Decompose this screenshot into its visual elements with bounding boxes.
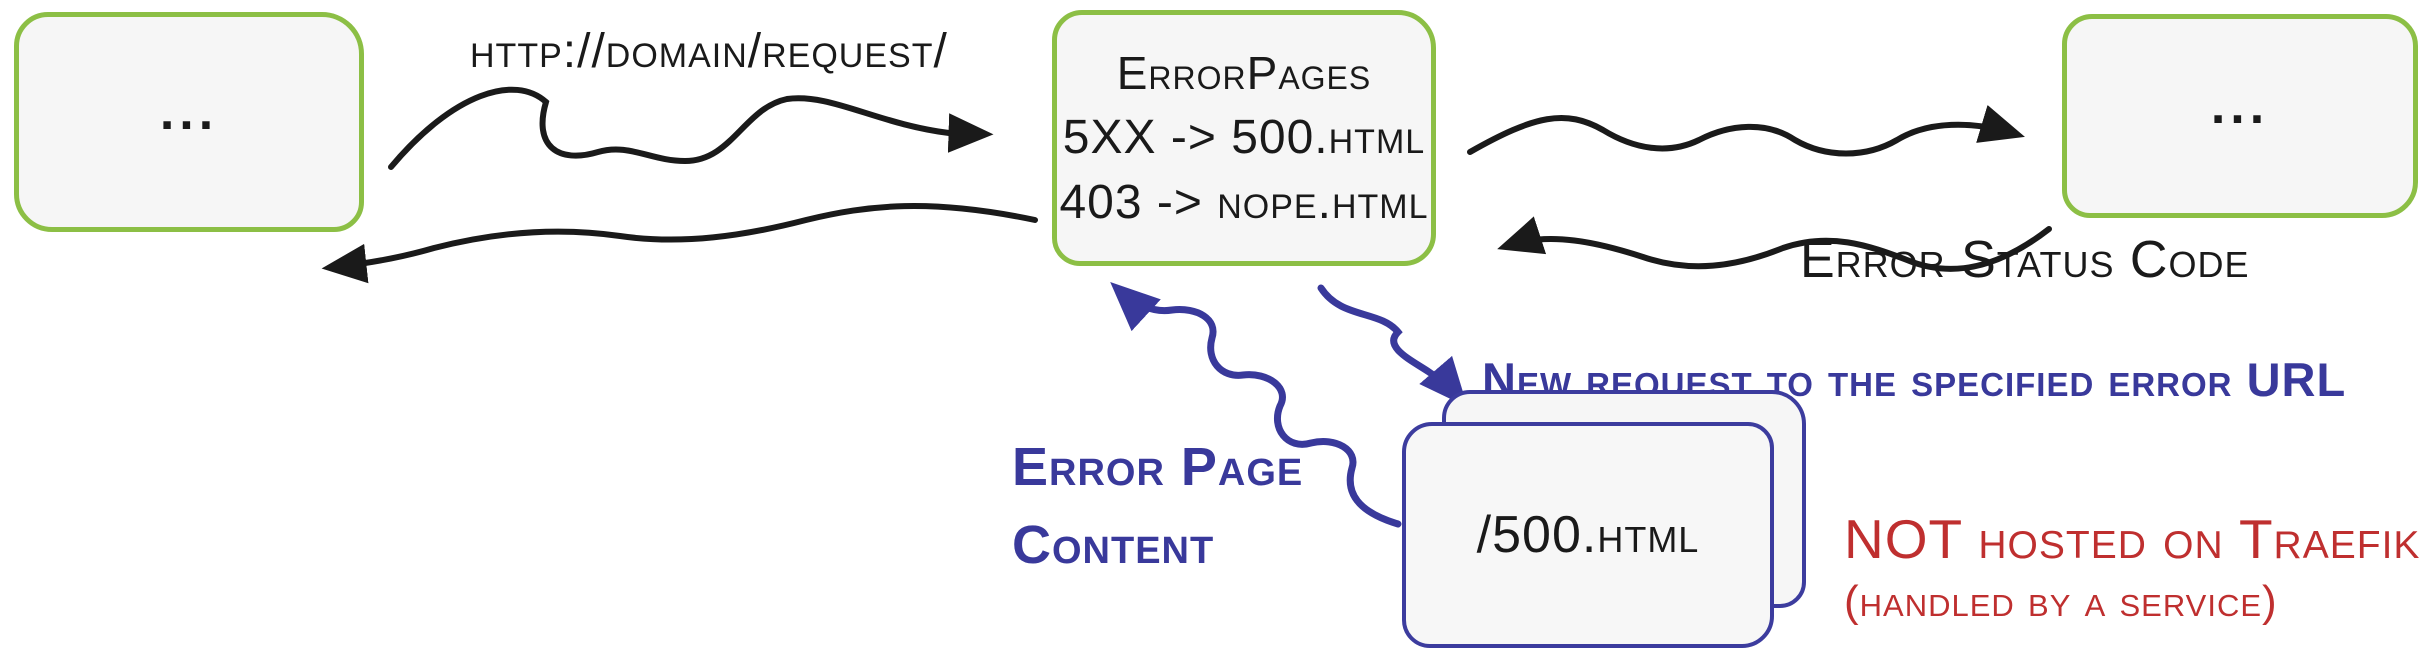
error-page-content-line1: Error Page <box>1012 437 1304 497</box>
errorpages-middleware-box: ErrorPages 5XX -> 500.html 403 -> nope.h… <box>1052 10 1436 266</box>
response-arrow <box>321 203 1038 284</box>
forward-request-arrow <box>1467 104 2025 157</box>
service-box: ... <box>2062 14 2418 218</box>
handled-by-label: (handled by a service) <box>1844 577 2278 626</box>
client-box: ... <box>14 12 364 232</box>
middleware-rule-403: 403 -> nope.html <box>1059 176 1429 229</box>
error-file-label: /500.html <box>1476 506 1700 564</box>
middleware-title: ErrorPages <box>1116 47 1372 99</box>
client-box-label: ... <box>159 83 219 142</box>
request-url-label: http://domain/request/ <box>470 25 948 78</box>
error-page-content-label: Error Page Content <box>1012 428 1303 585</box>
not-hosted-note: NOT hosted on Traefik (handled by a serv… <box>1844 506 2420 629</box>
error-status-code-label: Error Status Code <box>1800 231 2250 289</box>
request-arrow <box>388 86 994 170</box>
service-box-label: ... <box>2210 77 2270 136</box>
middleware-rule-5xx: 5XX -> 500.html <box>1062 111 1426 164</box>
error-page-content-line2: Content <box>1012 515 1215 576</box>
new-request-arrow <box>1317 284 1468 408</box>
error-page-box: /500.html <box>1402 422 1774 648</box>
not-hosted-label: NOT hosted on Traefik <box>1844 508 2420 570</box>
